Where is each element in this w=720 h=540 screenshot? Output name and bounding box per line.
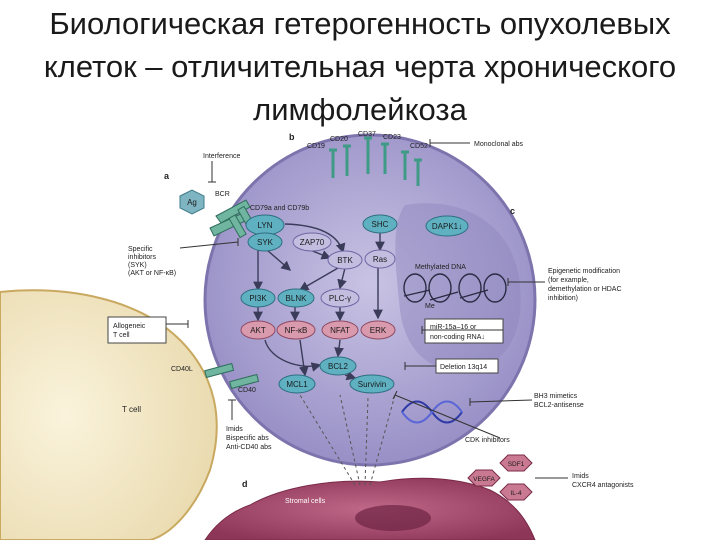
panel-label-c: c — [510, 206, 515, 216]
il4-label: IL-4 — [510, 490, 522, 497]
antigen: Ag — [179, 189, 205, 215]
dna-helix-icon — [401, 400, 463, 424]
title-line-1: Биологическая гетерогенность опухолевых — [49, 6, 671, 41]
t-cell-label: T cell — [122, 405, 141, 414]
node-mcl1: MCL1 — [278, 374, 316, 394]
node-erk-label: ERK — [370, 326, 387, 335]
cd20-label: CD20 — [330, 136, 348, 143]
allogeneic-box — [107, 316, 167, 344]
cd40l-label: CD40L — [171, 366, 193, 373]
sdf1-label: SDF1 — [508, 461, 525, 468]
epigenetic-line-2: (for example, — [548, 277, 589, 284]
specific-inhibitors-line-1: Specific — [128, 246, 153, 253]
bcr-receptor — [209, 199, 256, 239]
node-btk-label: BTK — [337, 256, 353, 265]
mirna-line-1: miR-15a–16 or — [430, 324, 477, 331]
node-lyn: LYN — [245, 214, 285, 236]
me-label: Me — [425, 303, 435, 310]
imids2-line-1: Imids — [572, 473, 589, 480]
cd40-receptors — [204, 362, 260, 390]
bh3-line-1: BH3 mimetics — [534, 393, 578, 400]
node-nfat: NFAT — [321, 320, 359, 340]
node-nfkb: NF-κB — [276, 320, 316, 340]
node-akt-label: AKT — [250, 326, 266, 335]
antigen-label: Ag — [187, 198, 197, 207]
cd52-label: CD52 — [410, 143, 428, 150]
epigenetic-line-1: Epigenetic modification — [548, 268, 620, 275]
slide-title: Биологическая гетерогенность опухолевых … — [0, 2, 720, 131]
vegfa-label: VEGFA — [473, 476, 495, 483]
specific-inhibitors-line-3: (SYK) — [128, 262, 147, 269]
stromal-label: Stromal cells — [285, 498, 326, 505]
panel-label-a: a — [164, 171, 170, 181]
node-blnk: BLNK — [277, 288, 315, 308]
node-dapk1-label: DAPK1↓ — [432, 222, 462, 231]
node-survivin: Survivin — [349, 374, 395, 394]
stromal-signals — [299, 394, 396, 486]
cd37-label: CD37 — [358, 131, 376, 138]
cd23-label: CD23 — [383, 134, 401, 141]
cdk-label: CDK inhibitors — [465, 437, 510, 444]
node-survivin-label: Survivin — [358, 380, 386, 389]
node-bcl2: BCL2 — [319, 356, 357, 376]
node-dapk1: DAPK1↓ — [425, 215, 469, 237]
methylated-dna — [403, 273, 507, 303]
allogeneic-line-2: T cell — [113, 332, 130, 339]
node-mcl1-label: MCL1 — [286, 380, 308, 389]
allogeneic-line-1: Allogeneic — [113, 323, 146, 330]
surface-receptors — [329, 136, 422, 186]
node-nfat-label: NFAT — [330, 326, 350, 335]
node-shc-label: SHC — [372, 220, 389, 229]
title-line-2: клеток – отличительная черта хроническог… — [43, 49, 677, 84]
stromal-ligands — [467, 454, 533, 501]
node-ras: Ras — [364, 249, 396, 269]
t-cell — [0, 289, 218, 540]
node-nfkb-label: NF-κB — [285, 326, 308, 335]
cd19-label: CD19 — [307, 143, 325, 150]
node-pi3k: PI3K — [240, 288, 276, 308]
imids2-line-2: CXCR4 antagonists — [572, 482, 634, 489]
node-erk: ERK — [360, 320, 396, 340]
deletion-label: Deletion 13q14 — [440, 364, 487, 371]
cd79-label: CD79a and CD79b — [250, 205, 309, 212]
imids-line-2: Bispecific abs — [226, 435, 269, 442]
node-blnk-label: BLNK — [286, 294, 308, 303]
stromal-cell — [204, 477, 536, 540]
node-plc-label: PLC-γ — [329, 294, 351, 303]
imids-line-1: Imids — [226, 426, 243, 433]
epigenetic-line-4: inhibition) — [548, 295, 578, 302]
node-ras-label: Ras — [373, 255, 387, 264]
monoclonal-label: Monoclonal abs — [474, 141, 524, 148]
mirna-line-2: non-coding RNA↓ — [430, 334, 485, 341]
interference-label: Interference — [203, 153, 240, 160]
node-pi3k-label: PI3K — [249, 294, 267, 303]
node-syk: SYK — [247, 232, 283, 252]
panel-label-b: b — [289, 132, 295, 142]
node-akt: AKT — [240, 320, 276, 340]
node-bcl2-label: BCL2 — [328, 362, 349, 371]
node-zap70-label: ZAP70 — [300, 238, 325, 247]
inhibitor-lines — [166, 139, 568, 479]
specific-inhibitors-line-4: (AKT or NF-κB) — [128, 270, 176, 277]
bh3-line-2: BCL2-antisense — [534, 402, 584, 409]
specific-inhibitors-line-2: inhibitors — [128, 254, 157, 261]
mirna-box — [424, 318, 504, 344]
methylated-dna-label: Methylated DNA — [415, 264, 466, 271]
epigenetic-line-3: demethylation or HDAC — [548, 286, 622, 293]
bcr-label: BCR — [215, 191, 230, 198]
node-zap70: ZAP70 — [292, 232, 332, 252]
node-syk-label: SYK — [257, 238, 274, 247]
title-line-3: лимфолейкоза — [253, 92, 467, 127]
imids-line-3: Anti-CD40 abs — [226, 444, 272, 451]
panel-label-d: d — [242, 479, 248, 489]
node-lyn-label: LYN — [258, 221, 273, 230]
cd40-label: CD40 — [238, 387, 256, 394]
node-plc: PLC-γ — [320, 288, 360, 308]
node-btk: BTK — [327, 250, 363, 270]
node-shc: SHC — [362, 214, 398, 234]
